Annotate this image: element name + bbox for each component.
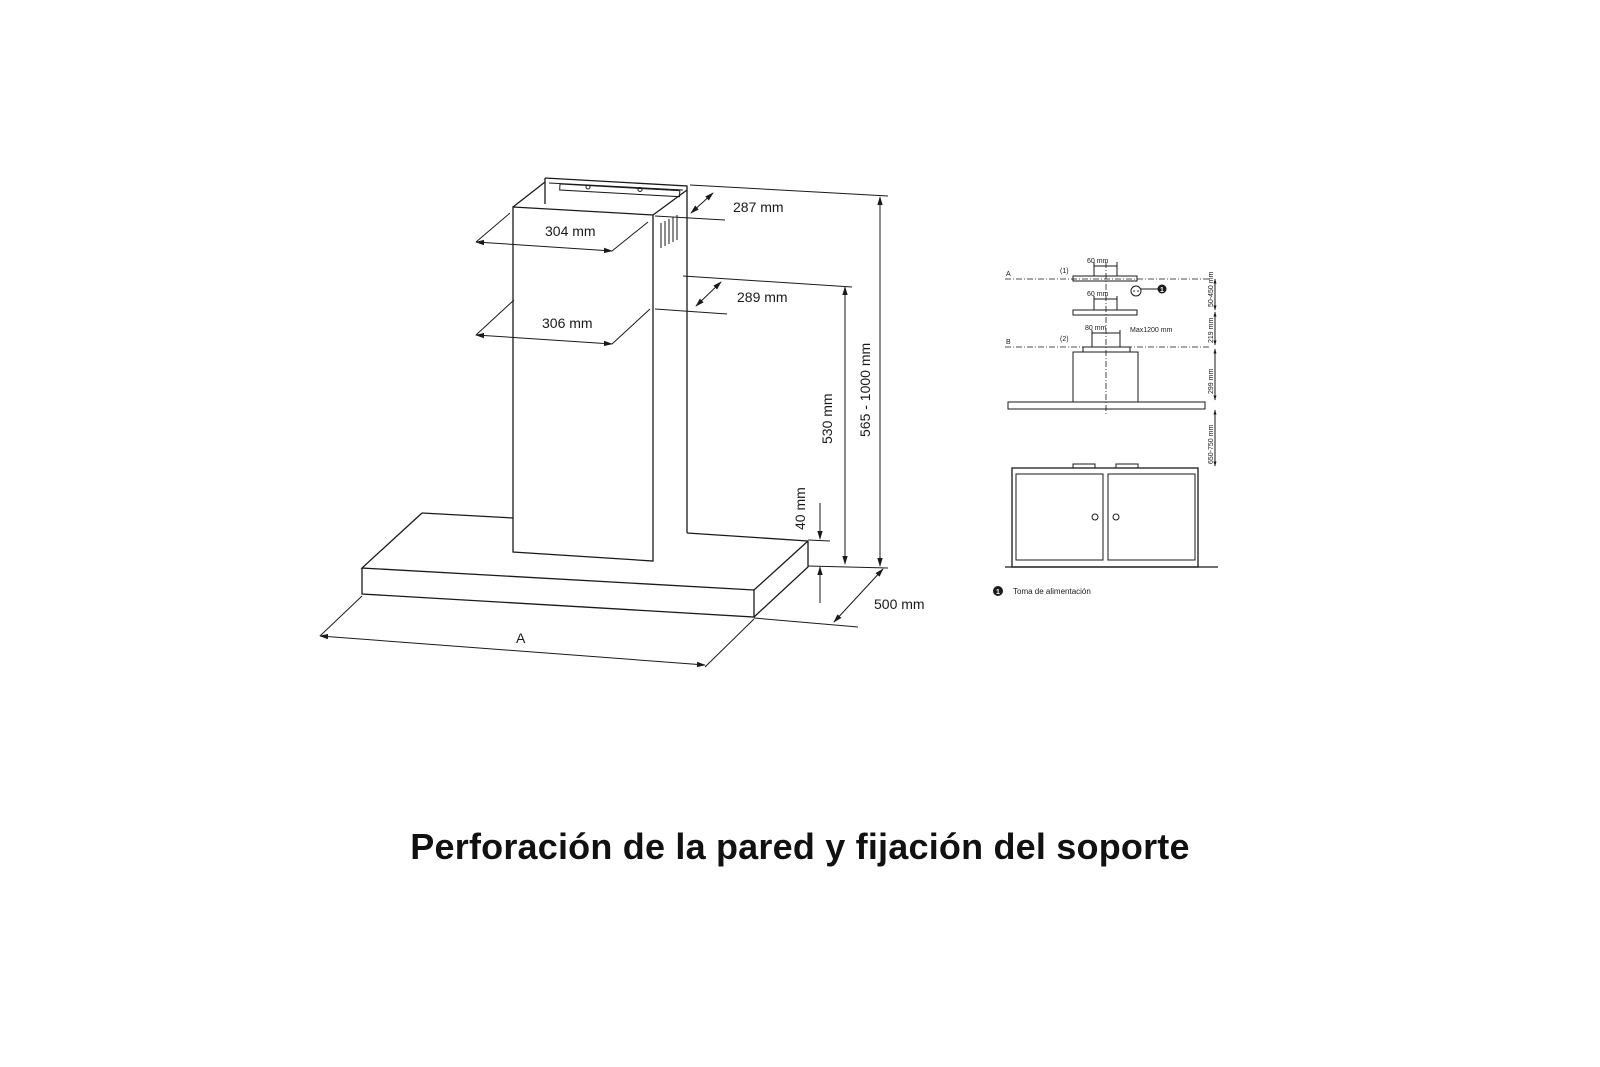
- side-installation-drawing: A B (1) 60 mm 1 60 mm 80 mm Max1200 mm (…: [993, 258, 1218, 596]
- dim-canopy-thickness: 40 mm: [792, 487, 889, 603]
- page-title: Perforación de la pared y fijación del s…: [410, 826, 1190, 867]
- side-canopy: [1007, 401, 1206, 410]
- marker-1-icon: [1157, 284, 1167, 294]
- dim-chimney-height: 530 mm: [819, 286, 848, 565]
- label-canopy-thickness: 40 mm: [792, 487, 808, 530]
- label-lower-width: 306 mm: [542, 315, 593, 331]
- label-dim-50-450: 50-450 mm: [1208, 271, 1215, 307]
- label-dim-299: 299 mm: [1208, 369, 1215, 394]
- label-top-width: 304 mm: [545, 223, 596, 239]
- legend: 1 Toma de alimentación: [993, 586, 1091, 596]
- lower-chimney: [512, 181, 688, 562]
- label-width-80: 80 mm: [1085, 325, 1107, 332]
- vent-slots: [660, 215, 678, 248]
- canopy: [360, 512, 809, 618]
- marker-1-number: 1: [1160, 287, 1164, 294]
- dim-top-depth: 287 mm: [654, 184, 889, 221]
- legend-marker-number: 1: [996, 589, 1000, 596]
- dim-lower-width: 306 mm: [475, 299, 651, 347]
- cabinet: [1005, 463, 1218, 568]
- side-vertical-dims: 50-450 mm 219 mm 299 mm 650-750 mm: [1208, 271, 1217, 467]
- label-width-60-top: 60 mm: [1087, 258, 1109, 265]
- hood-drawing: 287 mm 304 mm 289 mm 306 mm 530 mm: [319, 177, 925, 668]
- upper-chimney: [544, 177, 688, 248]
- dim-canopy-depth: 500 mm: [753, 568, 925, 628]
- dim-lower-depth: 289 mm: [654, 275, 853, 315]
- legend-text: Toma de alimentación: [1013, 587, 1091, 596]
- dim-total-height: 565 - 1000 mm: [857, 196, 883, 567]
- label-top-depth: 287 mm: [733, 199, 784, 215]
- label-max-1200: Max1200 mm: [1130, 327, 1173, 334]
- dim-canopy-width: A: [319, 595, 755, 668]
- label-lower-depth: 289 mm: [737, 289, 788, 305]
- bracket-1: [1072, 275, 1138, 282]
- label-line-a: A: [1006, 271, 1011, 278]
- label-total-height: 565 - 1000 mm: [857, 343, 873, 437]
- power-socket-icon: [1130, 285, 1142, 297]
- label-bracket-2: (2): [1060, 336, 1069, 343]
- legend-marker-icon: [993, 586, 1003, 596]
- label-width-60-mid: 60 mm: [1087, 291, 1109, 298]
- label-bracket-1: (1): [1060, 268, 1069, 275]
- bracket-2: [1082, 346, 1131, 353]
- label-dim-650-750: 650-750 mm: [1208, 425, 1215, 464]
- label-dim-219: 219 mm: [1208, 318, 1215, 343]
- dim-top-width: 304 mm: [475, 212, 649, 254]
- label-canopy-width: A: [516, 630, 526, 646]
- side-chimney: [1072, 351, 1139, 403]
- label-chimney-height: 530 mm: [819, 393, 835, 444]
- label-canopy-depth: 500 mm: [874, 596, 925, 612]
- label-line-b: B: [1006, 339, 1011, 346]
